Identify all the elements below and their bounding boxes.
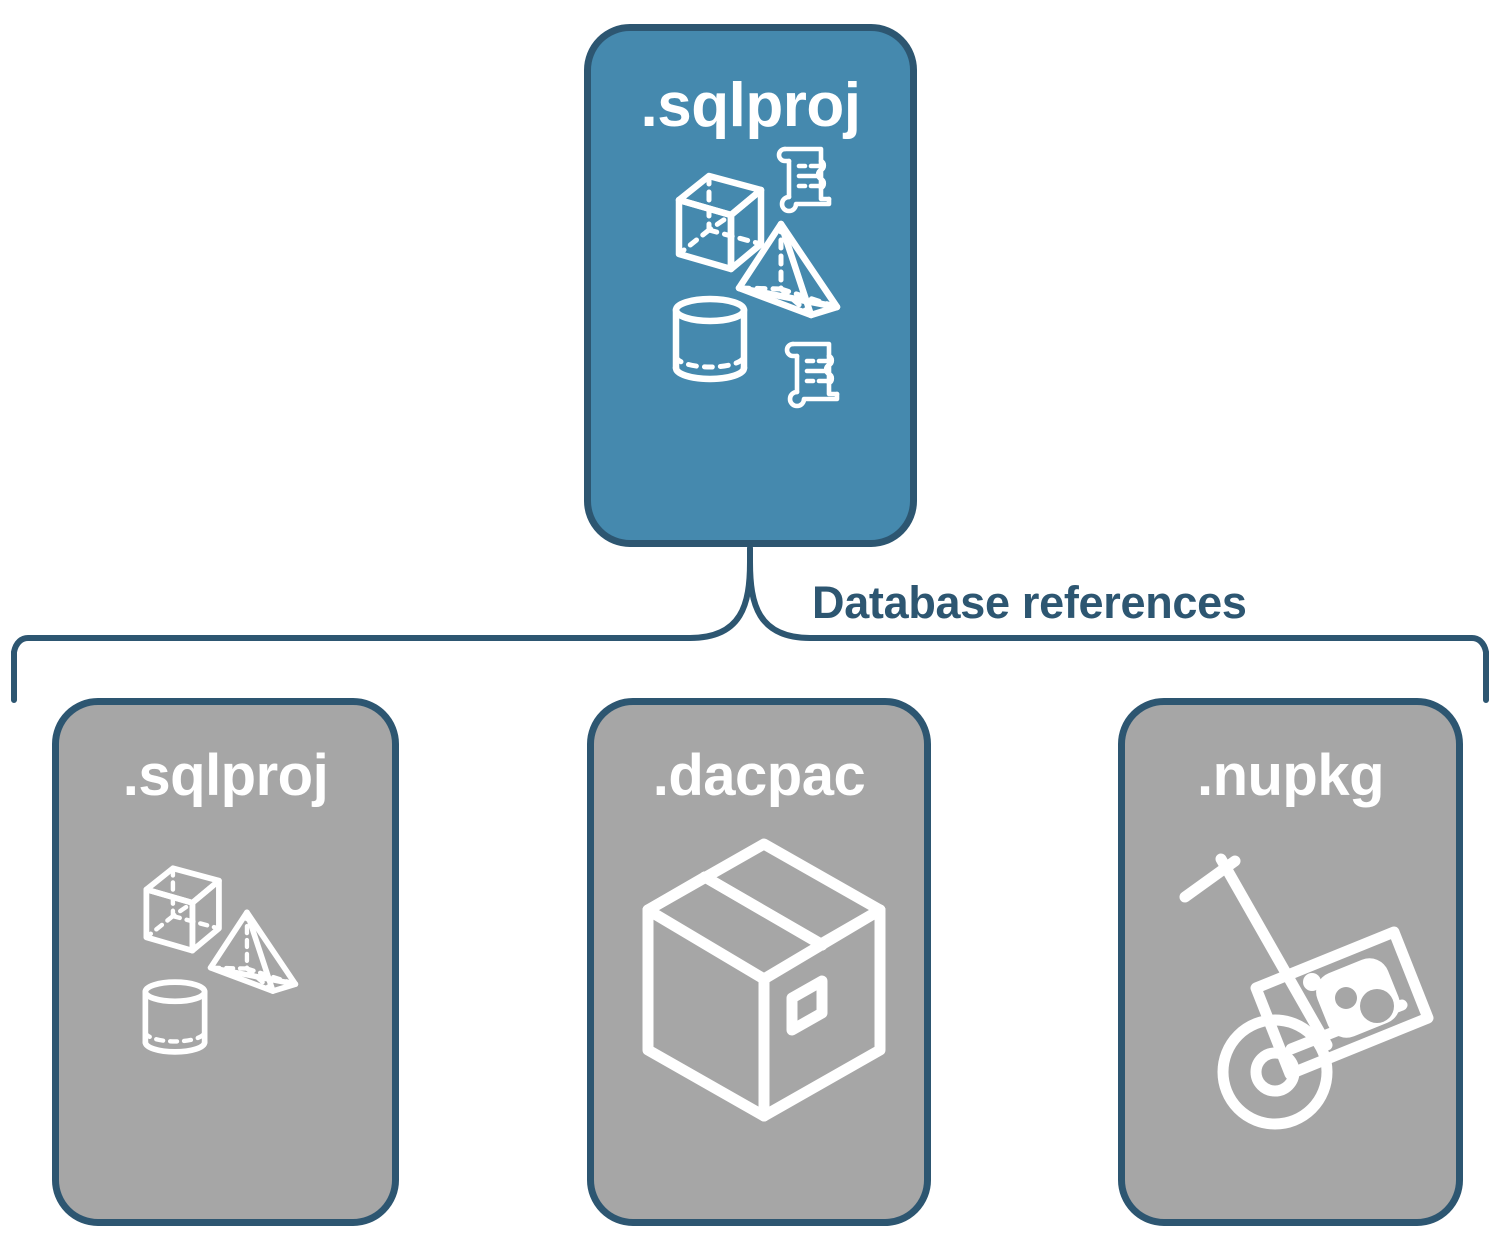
cylinder-icon [672, 295, 748, 383]
card-title: .sqlproj [122, 743, 329, 808]
card-title: .dacpac [652, 743, 866, 808]
connector-label: Database references [812, 577, 1247, 628]
node-card-root-sqlproj[interactable]: .sqlproj [584, 24, 917, 547]
pyramid-icon [735, 220, 841, 319]
node-card-child-dacpac[interactable]: .dacpac [587, 698, 931, 1226]
card-icon-group [1125, 805, 1456, 1219]
cylinder-icon [142, 979, 208, 1055]
node-card-child-nupkg[interactable]: .nupkg [1118, 698, 1463, 1226]
node-card-child-sqlproj[interactable]: .sqlproj [52, 698, 399, 1226]
card-title: .nupkg [1196, 743, 1385, 808]
card-icon-group [591, 137, 910, 540]
scroll-icon [784, 341, 840, 409]
cube-icon [143, 865, 222, 954]
scroll-icon [776, 146, 832, 214]
brace-left [11, 559, 753, 703]
package-box-icon [642, 838, 886, 1122]
nuget-package-icon [1250, 926, 1434, 1080]
pyramid-icon [207, 909, 299, 994]
card-icon-group [59, 805, 392, 1219]
card-icon-group [594, 805, 924, 1219]
card-title: .sqlproj [640, 71, 861, 140]
cube-icon [675, 172, 765, 273]
